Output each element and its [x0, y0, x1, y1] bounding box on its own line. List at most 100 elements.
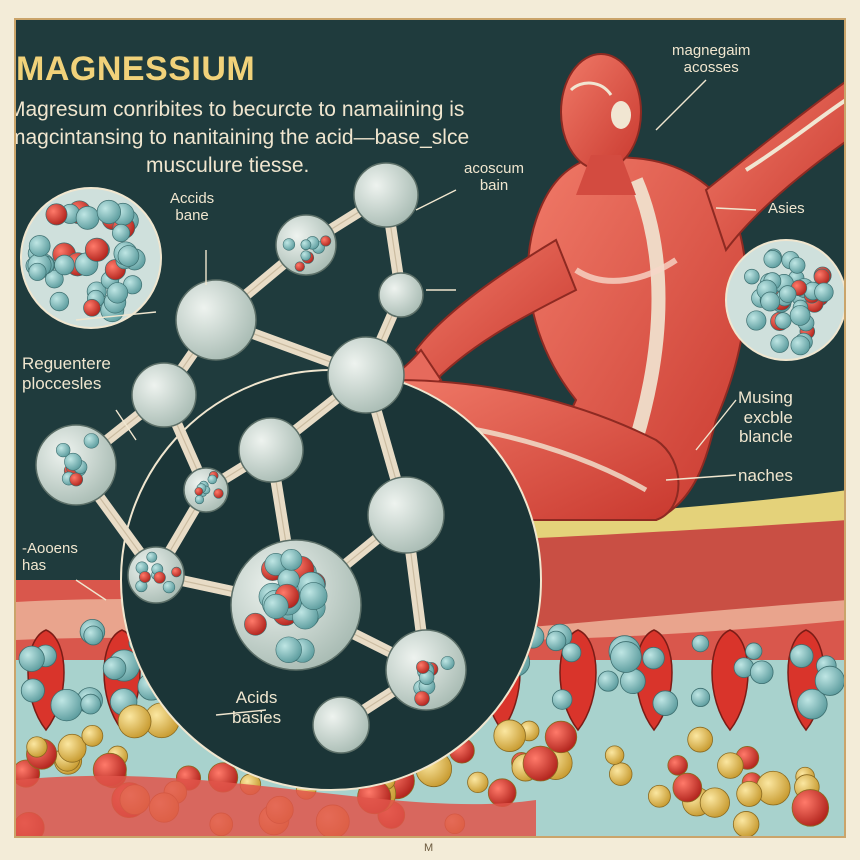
label-aooens-line-2: has: [22, 557, 47, 575]
molecule-atom: [175, 279, 257, 361]
cyan-cell: [770, 334, 789, 353]
cyan-atom: [263, 593, 289, 619]
label-aooens: -Aooens has: [22, 540, 78, 575]
cyan-cell: [746, 310, 767, 331]
cyan-cell: [763, 250, 782, 269]
cyan-cell: [106, 282, 129, 304]
yellow-cell: [544, 720, 578, 754]
cyan-cell: [774, 312, 792, 330]
red-atom: [414, 690, 430, 707]
molecule-atom: [131, 362, 197, 428]
cyan-atom: [440, 656, 455, 670]
page-title: MAGNESSIUM: [16, 50, 256, 88]
cyan-cell: [18, 645, 45, 672]
zoom-circle-right: [725, 239, 844, 361]
red-atom: [416, 660, 430, 674]
label-musing: Musing excble blancle: [738, 388, 793, 447]
molecule-atoms: [35, 162, 467, 754]
yellow-cell: [522, 745, 559, 782]
yellow-cell: [667, 755, 688, 776]
cyan-cell: [745, 642, 763, 660]
label-magnegaim: magnegaim acosses: [672, 42, 750, 77]
yellow-cell: [604, 745, 625, 765]
cyan-cell: [96, 199, 121, 225]
yellow-cell: [81, 724, 104, 747]
cyan-atom: [194, 495, 205, 505]
cyan-atom: [280, 548, 303, 571]
cyan-cell: [778, 285, 797, 303]
cyan-atom: [162, 580, 176, 594]
yellow-cell: [467, 771, 489, 794]
cyan-cell: [112, 223, 131, 243]
cyan-atom: [299, 582, 328, 610]
cyan-atom: [300, 250, 312, 261]
yellow-cell: [609, 762, 633, 786]
cyan-cell: [789, 644, 814, 668]
cyan-cell: [49, 291, 69, 312]
cyan-cell: [28, 262, 47, 281]
cyan-cell: [789, 305, 811, 326]
label-magnegaim-line-2: acosses: [683, 59, 739, 77]
cyan-cell: [652, 690, 679, 716]
cyan-cell: [597, 670, 619, 692]
yellow-cell: [755, 770, 791, 806]
cyan-cell: [54, 254, 75, 276]
red-cell: [813, 268, 831, 286]
intro-line-1: Magresum conribites to becurcte to namai…: [14, 98, 465, 121]
molecule-atom: [327, 336, 405, 414]
cyan-cell: [690, 687, 711, 708]
yellow-cell: [57, 733, 87, 763]
cyan-atom: [300, 239, 312, 251]
red-atom: [69, 472, 84, 487]
intro-line-3: musculure tiesse.: [146, 154, 310, 177]
leader-lines: [75, 79, 757, 716]
yellow-cell: [732, 811, 760, 836]
yellow-cell: [717, 752, 744, 779]
cyan-atom: [64, 452, 82, 471]
cyan-cell: [814, 282, 834, 302]
cyan-cell: [561, 642, 582, 663]
muscle-strand-bottom: [16, 775, 536, 836]
cyan-atom: [146, 551, 158, 563]
cyan-atom: [275, 636, 302, 663]
cyan-cell: [797, 688, 828, 720]
cyan-atom: [207, 474, 218, 485]
cyan-cell: [749, 660, 774, 685]
label-reguentere: Reguentere ploccesles: [22, 354, 111, 393]
cyan-cell: [83, 625, 104, 646]
red-atom: [320, 235, 332, 247]
molecule-atom: [378, 272, 424, 318]
label-magnegaim-line-1: magnegaim: [672, 42, 751, 59]
cyan-cell: [610, 641, 642, 673]
footer-mark: M: [424, 842, 434, 854]
red-cell: [83, 299, 101, 317]
label-acids-top: Accids bane: [170, 190, 214, 225]
cyan-cell: [50, 688, 83, 722]
label-acids-bottom-line-2: basies: [232, 707, 282, 727]
cyan-cell: [28, 235, 51, 257]
red-atom: [139, 571, 151, 583]
label-reguentere-line-1: Reguentere: [22, 354, 111, 373]
cyan-cell: [117, 245, 140, 267]
cyan-cell: [788, 257, 806, 274]
label-acids-top-line-2: bane: [175, 207, 209, 225]
cyan-cell: [760, 291, 781, 312]
intro-line-2: magcintansing to nanitaining the acid—ba…: [14, 126, 470, 149]
label-acids-bottom: Acids basies: [232, 688, 281, 727]
label-musing-line-2: excble: [743, 407, 793, 427]
red-cell: [84, 237, 109, 262]
cyan-cell: [790, 335, 811, 356]
label-musing-line-3: blancle: [738, 427, 793, 447]
red-atom: [194, 487, 204, 496]
label-acoscum: acoscum bain: [464, 160, 524, 195]
molecule-atom: [353, 162, 419, 228]
molecule-atom: [238, 417, 304, 483]
label-acoscum-line-2: bain: [479, 177, 509, 195]
red-atom: [171, 566, 182, 578]
yellow-cell: [26, 736, 48, 758]
cyan-cell: [80, 693, 101, 715]
cyan-cell: [814, 665, 844, 696]
cyan-cell: [691, 634, 710, 653]
yellow-cell: [117, 704, 152, 739]
